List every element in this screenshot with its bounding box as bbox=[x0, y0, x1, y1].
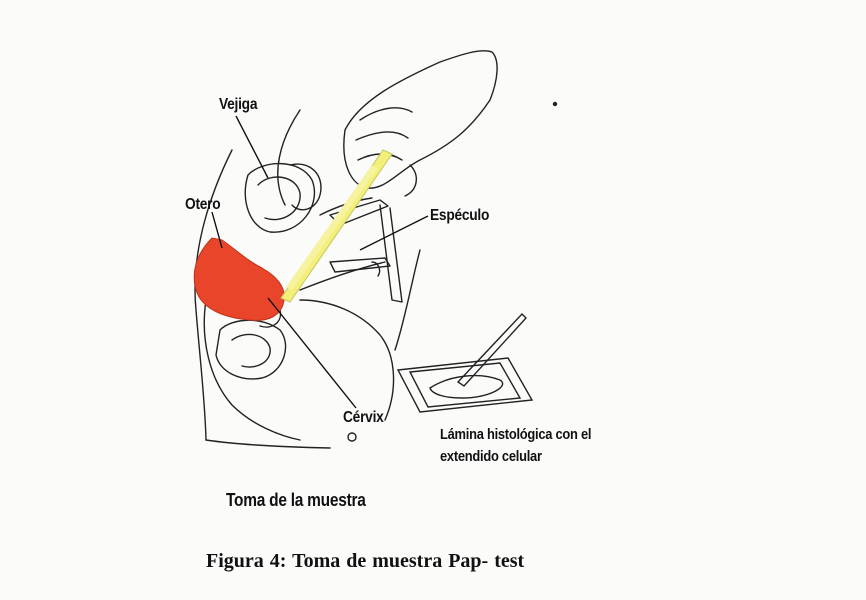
stray-dot bbox=[553, 102, 557, 106]
pubic-bone bbox=[290, 164, 321, 210]
rectum-outline bbox=[216, 320, 286, 379]
slide-smear bbox=[430, 376, 503, 398]
uterus-shape bbox=[194, 238, 284, 320]
speculum-handle bbox=[380, 205, 402, 302]
label-vejiga: Vejiga bbox=[219, 96, 257, 114]
hand-finger-2 bbox=[356, 132, 408, 140]
label-cervix: Cérvix bbox=[343, 409, 384, 427]
speculum-blade-lower bbox=[330, 258, 390, 272]
hand-outline bbox=[344, 51, 497, 188]
perineum-curve bbox=[300, 300, 394, 420]
rectum-inner bbox=[232, 334, 270, 367]
pelvis-outer-curve bbox=[278, 110, 300, 205]
leg-line bbox=[395, 250, 420, 350]
label-otero: Otero bbox=[185, 196, 220, 214]
label-especulo: Espéculo bbox=[430, 207, 489, 225]
buttock-curve bbox=[206, 440, 330, 448]
label-lamina-line2: extendido celular bbox=[440, 448, 542, 465]
diagram-subcaption: Toma de la muestra bbox=[226, 490, 366, 511]
bladder-outline bbox=[245, 164, 314, 233]
leader-cervix bbox=[268, 298, 356, 408]
leader-especulo bbox=[360, 216, 428, 250]
leader-vejiga bbox=[236, 116, 268, 178]
hand-thumb bbox=[405, 165, 416, 196]
swab-stick-shadow bbox=[286, 165, 378, 290]
anus-mark bbox=[348, 433, 356, 441]
label-lamina-line1: Lámina histológica con el bbox=[440, 426, 591, 443]
hand-finger-1 bbox=[360, 108, 412, 120]
figure-caption: Figura 4: Toma de muestra Pap- test bbox=[206, 550, 524, 573]
